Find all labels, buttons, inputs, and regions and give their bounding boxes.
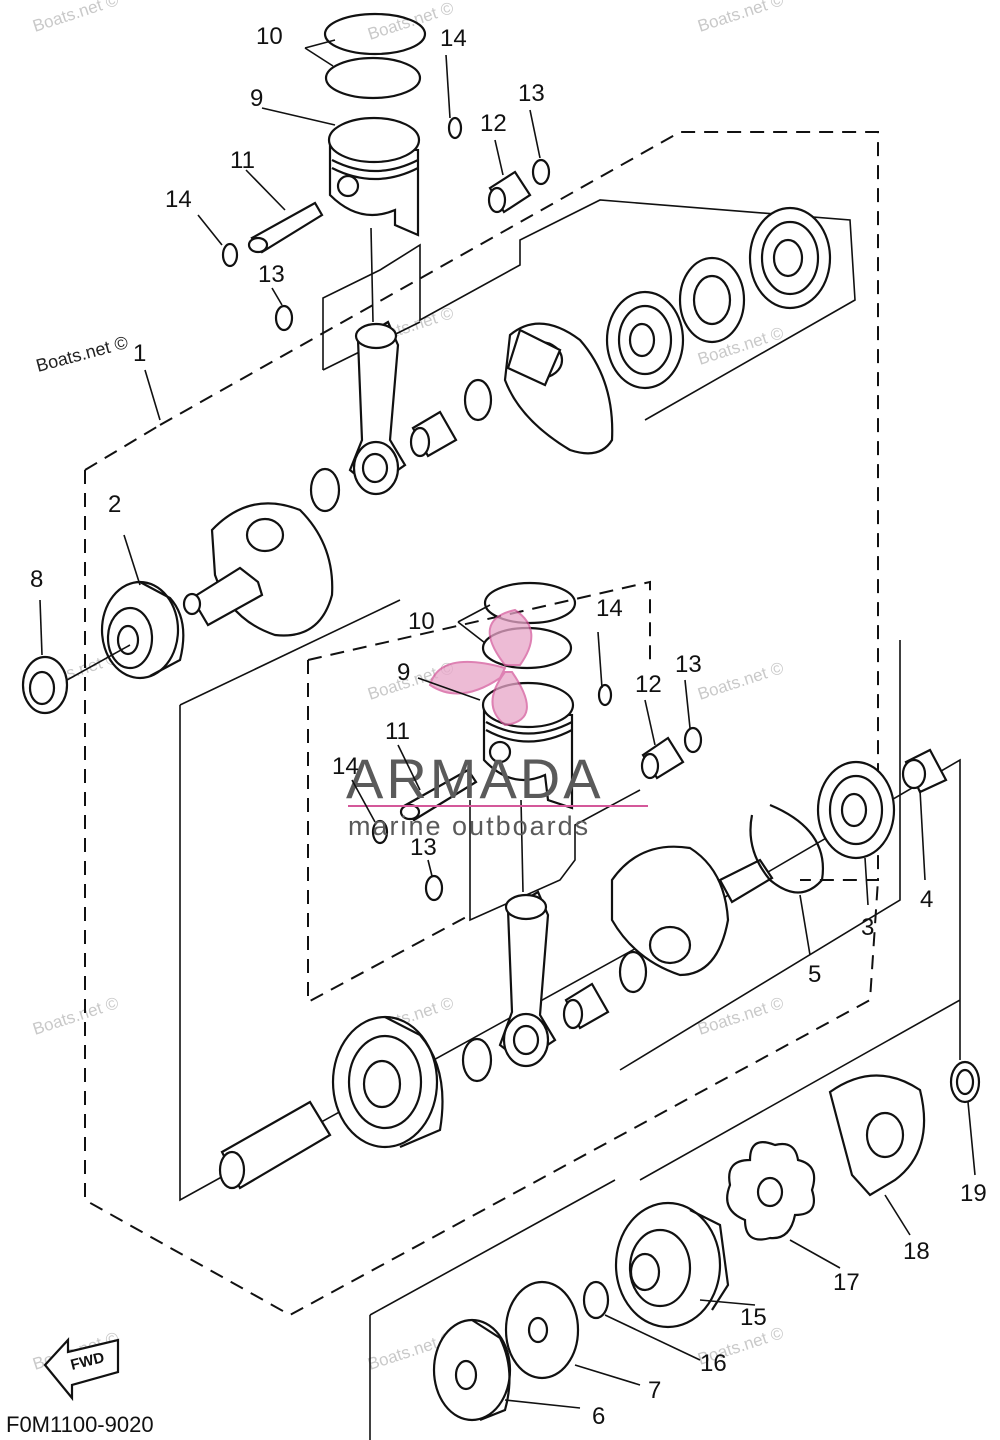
piston-pin-upper <box>247 201 324 254</box>
circlip-lower <box>749 803 824 894</box>
callout-leaders <box>39 39 976 1409</box>
crankshaft-web-upper <box>503 322 614 455</box>
watermark-main: Boats.net © <box>34 332 130 376</box>
callout-3: 3 <box>861 914 874 941</box>
assembly-outline-lower <box>307 580 651 1004</box>
callout-11: 11 <box>230 147 255 174</box>
bearing-left <box>100 580 185 680</box>
seal-19 <box>949 1060 981 1104</box>
callout-8: 8 <box>30 566 43 593</box>
callout-14: 14 <box>440 25 467 52</box>
cover-6 <box>432 1318 512 1422</box>
crank-bearings-lower <box>461 950 648 1083</box>
fwd-arrow-icon: FWD <box>43 1337 120 1402</box>
callout-18: 18 <box>903 1238 930 1265</box>
piston-ring-set-upper <box>323 12 427 100</box>
callout-7: 7 <box>648 1377 661 1404</box>
callout-15: 15 <box>740 1304 767 1331</box>
coupling-18 <box>828 1074 926 1197</box>
oil-seal-left <box>21 644 131 715</box>
needle-bearing-lower <box>640 736 685 780</box>
washers-upper <box>221 116 551 332</box>
callout-14: 14 <box>332 753 359 780</box>
crank-bearings-upper <box>309 378 493 513</box>
callout-17: 17 <box>833 1269 860 1296</box>
callout-2: 2 <box>108 491 121 518</box>
callout-12: 12 <box>635 671 662 698</box>
callout-11: 11 <box>385 718 410 745</box>
watermark-text: Boats.net © <box>30 993 121 1039</box>
callout-13: 13 <box>410 834 437 861</box>
washers-lower <box>371 683 703 902</box>
callout-9: 9 <box>250 85 263 112</box>
callout-13: 13 <box>675 651 702 678</box>
diagram-code: F0M1100-9020 <box>6 1412 154 1437</box>
propeller-logo-icon <box>428 608 533 727</box>
bearing-right-lower <box>816 760 896 860</box>
callout-9: 9 <box>397 659 410 686</box>
callout-19: 19 <box>960 1180 987 1207</box>
assembly-outline-crankshaft <box>84 131 879 1317</box>
watermark-text: Boats.net © <box>30 0 121 36</box>
main-bearing-lower <box>331 1015 444 1149</box>
watermark-text: Boats.net © <box>695 0 786 36</box>
callout-1: 1 <box>133 340 146 367</box>
piston-upper <box>327 116 421 237</box>
callout-12: 12 <box>480 110 507 137</box>
callout-labels: 10 9 11 14 12 13 14 13 1 2 8 10 9 14 12 … <box>30 23 987 1430</box>
crankshaft-web-main <box>182 502 334 637</box>
callout-6: 6 <box>592 1403 605 1430</box>
plate-7 <box>504 1280 580 1380</box>
drive-cylinder <box>218 1100 332 1190</box>
callout-14: 14 <box>165 186 192 213</box>
callout-5: 5 <box>808 961 821 988</box>
bushing-right <box>901 748 948 794</box>
connecting-rod-lower <box>498 799 557 1068</box>
crankshaft-web-lower <box>610 845 774 977</box>
brand-name: ARMADA <box>346 747 604 810</box>
callout-10: 10 <box>408 608 435 635</box>
watermark-text: Boats.net © <box>695 658 786 704</box>
brand-tagline: marine outboards <box>348 811 590 841</box>
callout-13: 13 <box>518 80 545 107</box>
needle-bearing-upper <box>487 170 532 214</box>
damper-17 <box>726 1141 816 1241</box>
bearings-right-upper <box>605 206 832 390</box>
callout-13: 13 <box>258 261 285 288</box>
callout-14: 14 <box>596 595 623 622</box>
piston-pin-lower <box>399 768 478 822</box>
brand-logo: ARMADA marine outboards <box>346 608 648 841</box>
callout-10: 10 <box>256 23 283 50</box>
washer-16 <box>582 1280 610 1320</box>
hub-15 <box>614 1201 730 1329</box>
callout-16: 16 <box>700 1350 727 1377</box>
connecting-rod-upper <box>348 227 407 496</box>
callout-4: 4 <box>920 886 933 913</box>
